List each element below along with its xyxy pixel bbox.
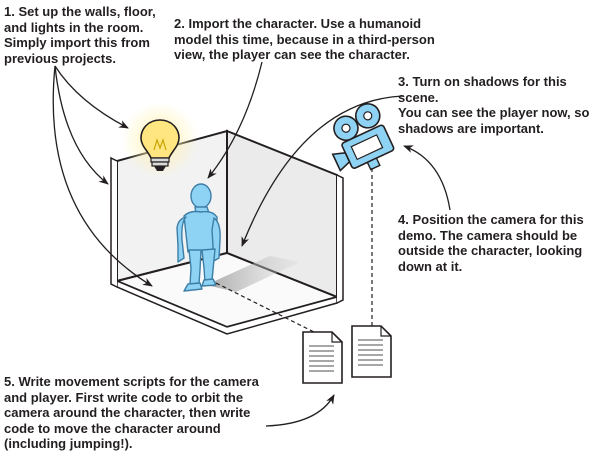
movie-camera-icon — [331, 103, 395, 172]
dashed-connector-character — [215, 282, 317, 334]
callout-2-import-character: 2. Import the character. Use a humanoid … — [174, 16, 435, 63]
light-bulb-icon — [122, 102, 198, 178]
humanoid-character — [176, 183, 221, 292]
callout-number: 5. — [4, 374, 15, 389]
callout-5-movement-scripts: 5. Write movement scripts for the camera… — [4, 374, 259, 452]
callout-text: Turn on shadows for this scene. You can … — [398, 74, 590, 136]
callout-4-camera-position: 4. Position the camera for this demo. Th… — [398, 212, 584, 274]
callout-number: 4. — [398, 212, 409, 227]
callout-text: Import the character. Use a humanoid mod… — [174, 16, 435, 62]
arrow-1-floor — [52, 65, 153, 287]
callout-text: Write movement scripts for the camera an… — [4, 374, 259, 451]
callout-number: 3. — [398, 74, 409, 89]
callout-number: 2. — [174, 16, 185, 31]
callout-1-room-setup: 1. Set up the walls, floor, and lights i… — [4, 4, 156, 66]
callout-3-shadows: 3. Turn on shadows for this scene. You c… — [398, 74, 600, 136]
arrow-4-camera — [403, 145, 451, 211]
callout-text: Set up the walls, floor, and lights in t… — [4, 4, 156, 66]
callout-number: 1. — [4, 4, 15, 19]
arrow-1-walls — [54, 65, 109, 185]
arrow-2-character — [207, 61, 263, 179]
arrow-1-lights — [54, 65, 129, 129]
callout-text: Position the camera for this demo. The c… — [398, 212, 584, 274]
script-document-icon — [302, 331, 343, 384]
character-shadow — [206, 256, 300, 292]
arrow-5-scripts — [265, 394, 335, 427]
arrow-3-shadows — [241, 95, 405, 247]
room-walls-floor — [110, 129, 344, 335]
script-document-icon — [351, 325, 392, 378]
callout-arrows — [52, 61, 451, 427]
